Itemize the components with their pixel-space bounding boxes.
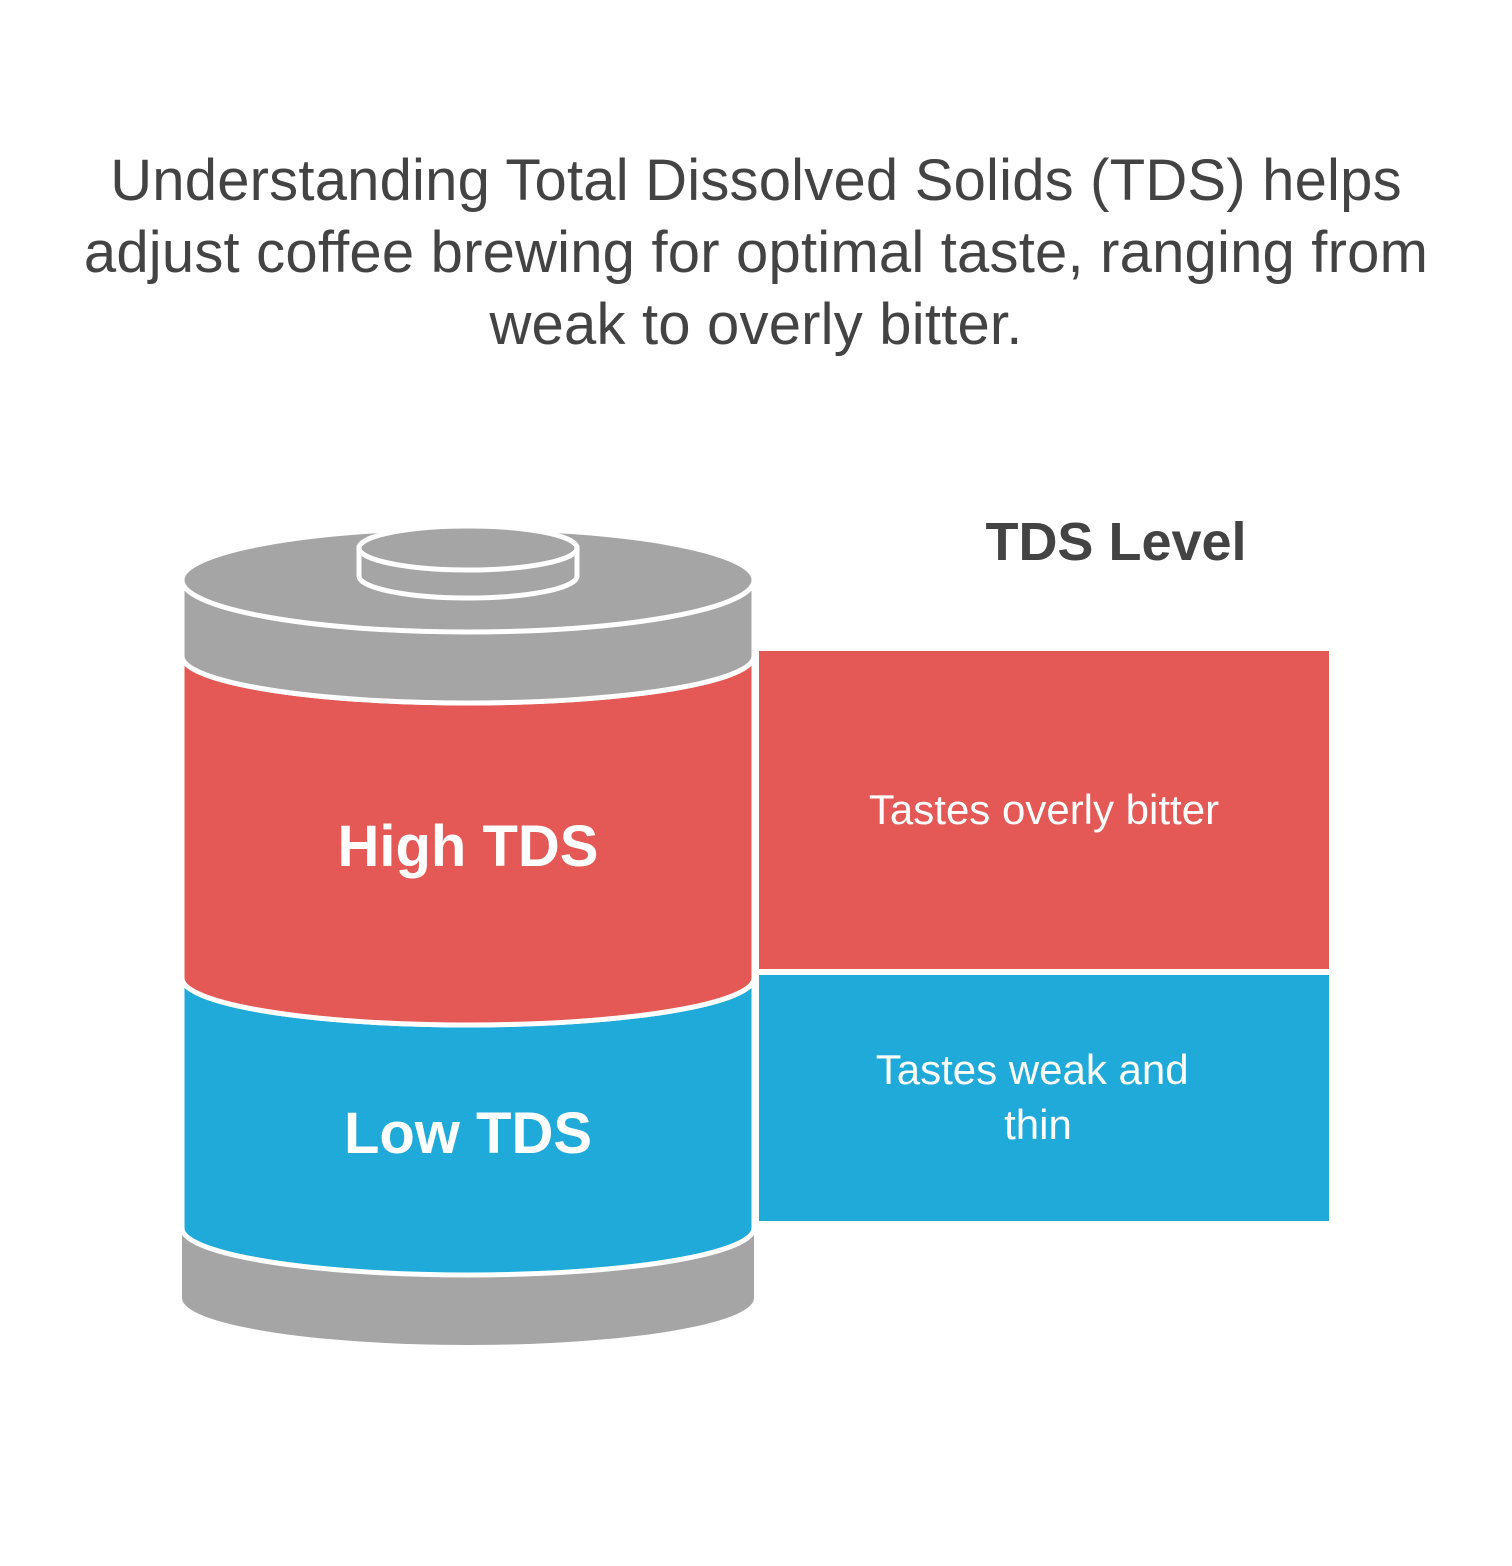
description-high-tds-box bbox=[759, 651, 1329, 969]
cylinder-top-cap bbox=[179, 523, 757, 706]
scale-title: TDS Level bbox=[985, 512, 1246, 572]
description-low-tds-box bbox=[759, 975, 1329, 1221]
description-low-tds-text: Tastes weak and thin bbox=[876, 1046, 1201, 1148]
layer-high-tds: High TDS bbox=[179, 655, 757, 1028]
description-low-tds-line: Tastes weak and bbox=[876, 1046, 1189, 1093]
description-high-tds-line: Tastes overly bitter bbox=[869, 786, 1219, 833]
layer-low-tds: Low TDS bbox=[179, 977, 757, 1278]
headline: Understanding Total Dissolved Solids (TD… bbox=[83, 148, 1429, 357]
cylinder-knob-top bbox=[356, 523, 580, 573]
description-high-tds-text: Tastes overly bitter bbox=[869, 786, 1219, 833]
layer-high-tds-label: High TDS bbox=[338, 814, 599, 879]
layer-low-tds-label: Low TDS bbox=[344, 1101, 592, 1166]
description-low-tds: Tastes weak and thin bbox=[759, 975, 1329, 1221]
description-low-tds-line: thin bbox=[1004, 1101, 1072, 1148]
description-high-tds: Tastes overly bitter bbox=[759, 651, 1329, 969]
